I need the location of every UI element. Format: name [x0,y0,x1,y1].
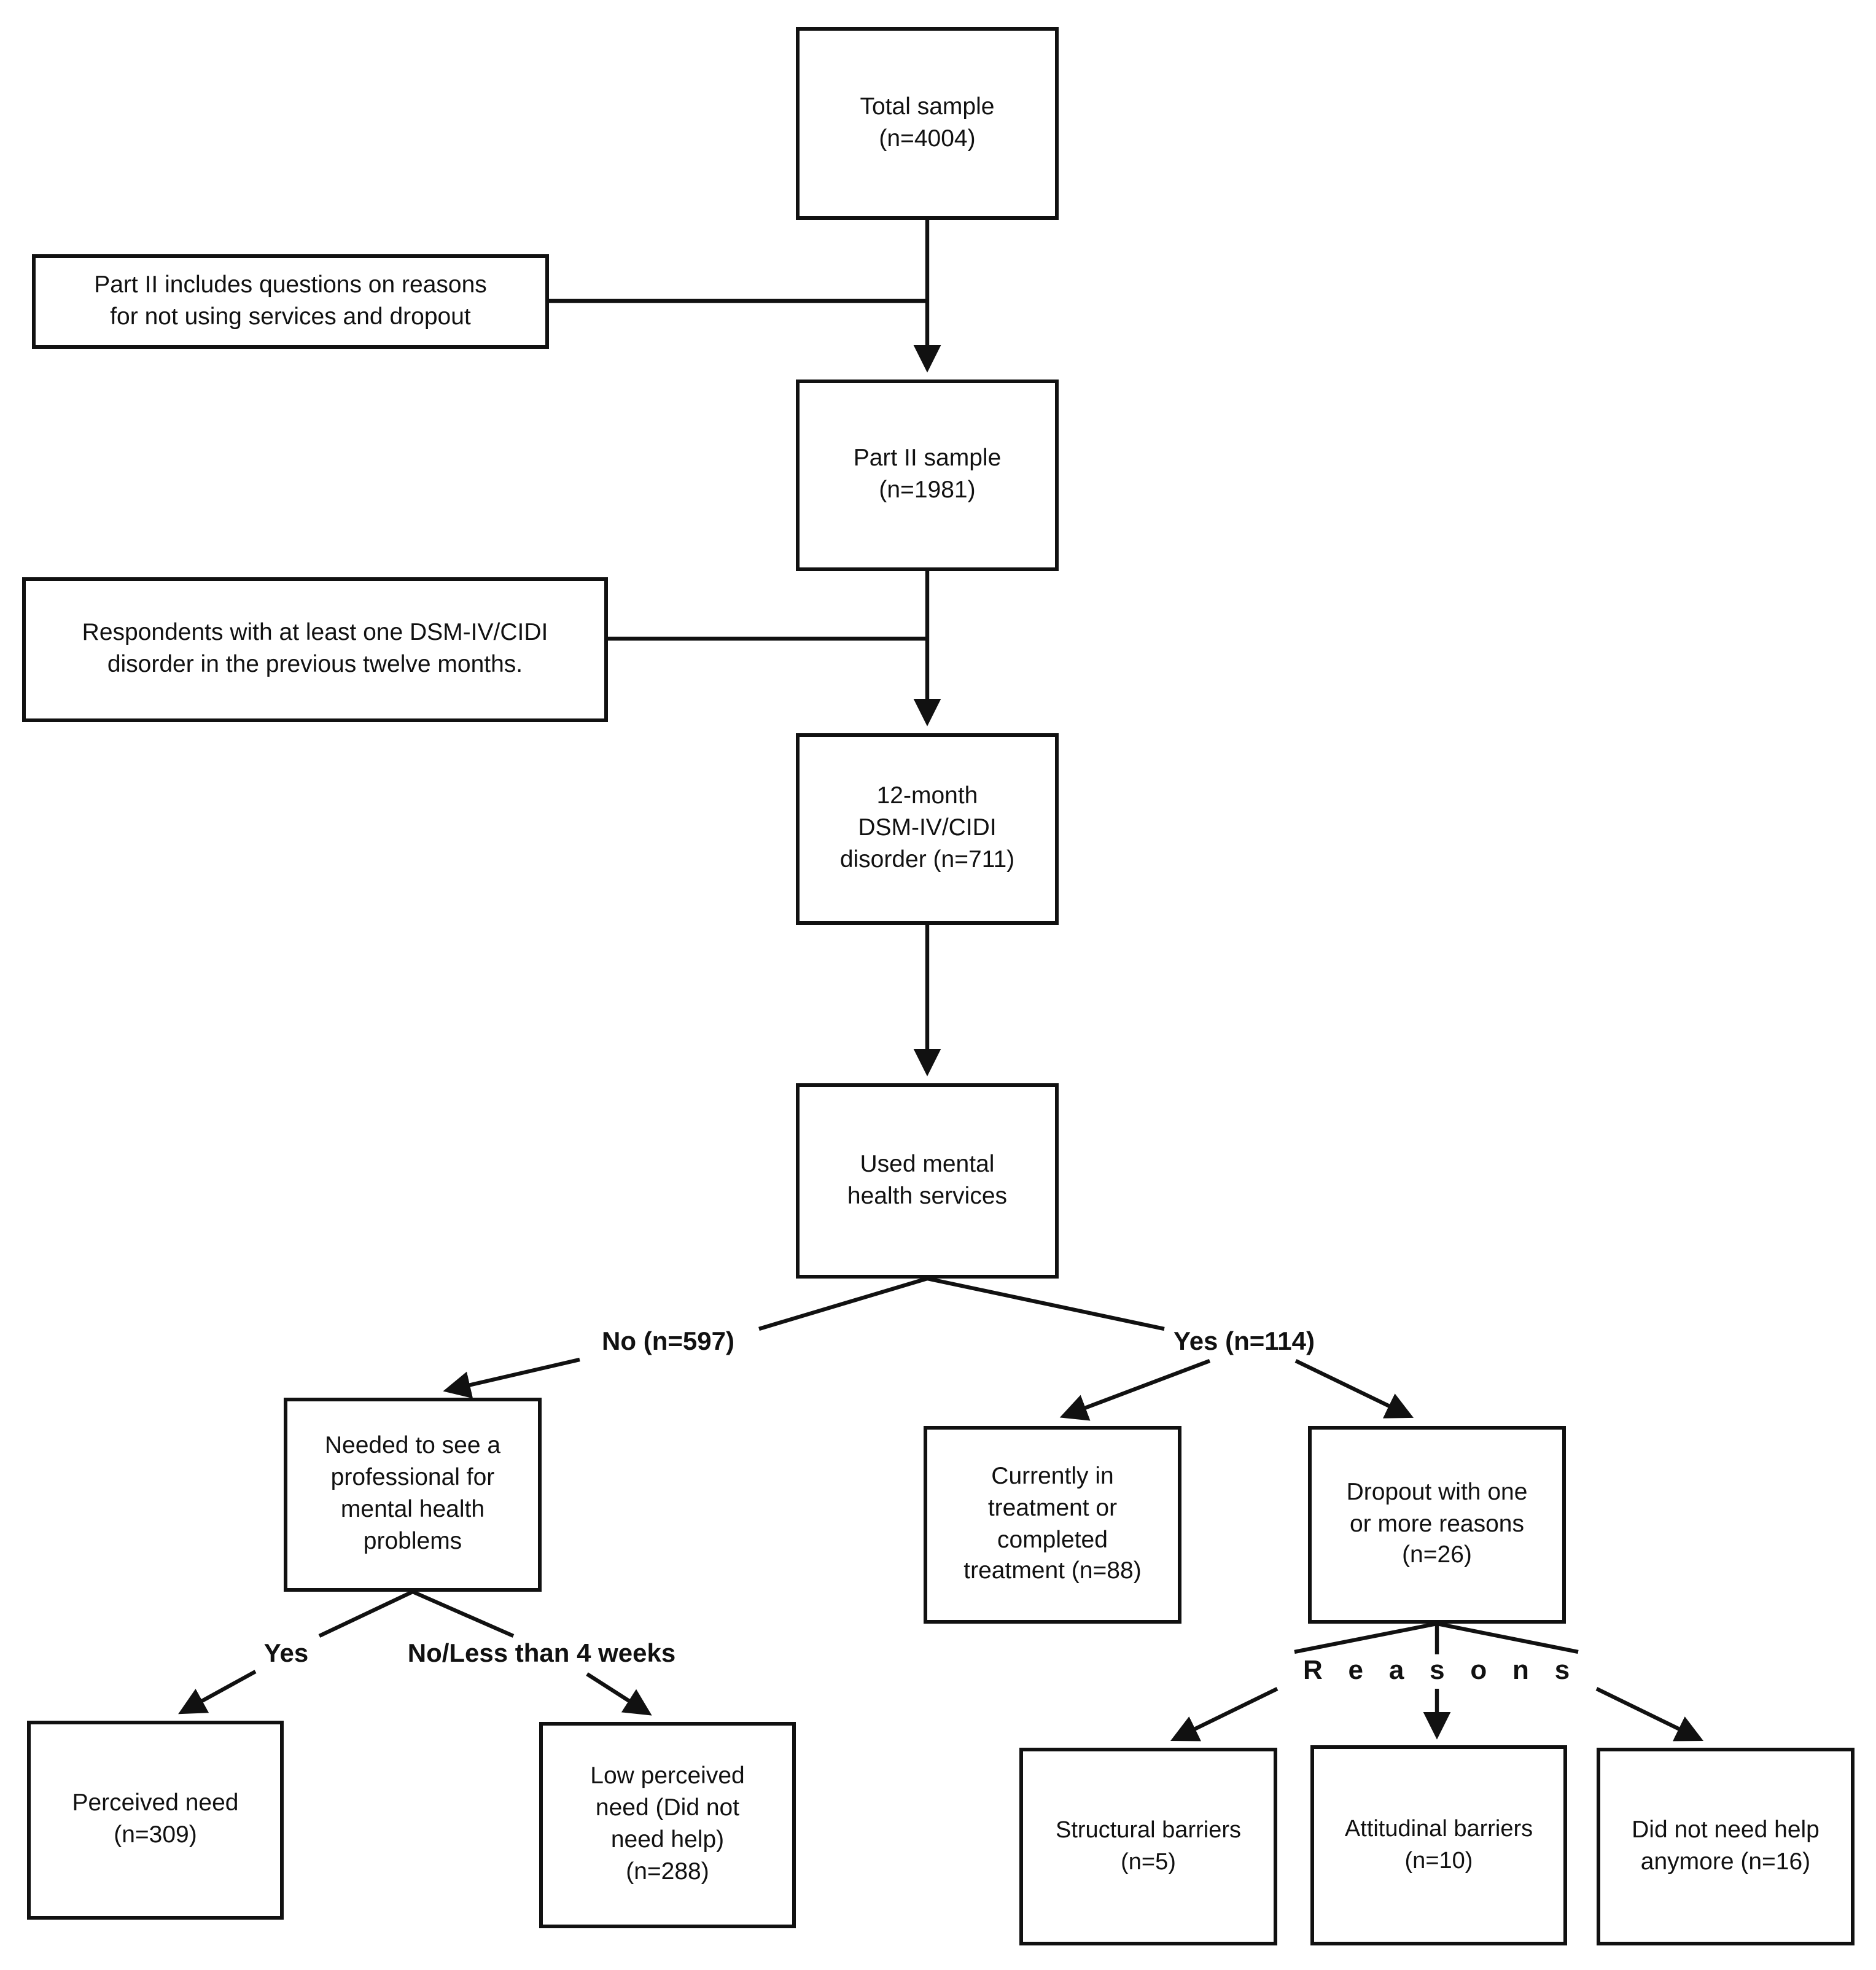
node-perceived-need: Perceived need (n=309) [27,1721,284,1920]
node-part2-sample: Part II sample (n=1981) [796,380,1059,571]
node-dsm-note-label: Respondents with at least one DSM-IV/CID… [82,619,548,678]
node-total-sample: Total sample (n=4004) [796,27,1059,220]
edge-dropout-fan-left [1294,1621,1438,1654]
node-did-not-need-help: Did not need help anymore (n=16) [1597,1748,1855,1945]
edge-used-no-seg1 [758,1276,928,1331]
branch-label-yes: Yes (n=114) [1173,1328,1315,1356]
node-low-perceived-need-label: Low perceived need (Did not need help) (… [590,1762,745,1885]
node-dsm-disorder-label: 12-month DSM-IV/CIDI disorder (n=711) [839,782,1015,873]
edge-reasons-to-structural [1170,1687,1279,1742]
edge-yes-to-dropout [1294,1359,1414,1419]
branch-label-yes-need: Yes [263,1640,309,1668]
node-used-services-label: Used mental health services [847,1150,1008,1209]
node-dsm-note: Respondents with at least one DSM-IV/CID… [22,577,608,722]
node-structural-barriers-label: Structural barriers (n=5) [1056,1818,1241,1875]
node-did-not-need-help-label: Did not need help anymore (n=16) [1632,1816,1820,1875]
edge-needed-yes-seg1 [318,1590,414,1638]
edge-needed-noless-seg2 [586,1672,652,1716]
edge-yes-to-treatment [1059,1359,1211,1421]
node-dropout: Dropout with one or more reasons (n=26) [1308,1426,1566,1624]
node-dropout-label: Dropout with one or more reasons (n=26) [1346,1478,1528,1569]
edge-used-no-seg2 [443,1357,580,1399]
node-part2-note: Part II includes questions on reasons fo… [32,254,549,349]
node-low-perceived-need: Low perceived need (Did not need help) (… [539,1722,796,1928]
edge-used-yes-seg1 [927,1276,1165,1331]
node-in-treatment: Currently in treatment or completed trea… [924,1426,1181,1624]
branch-label-reasons: Reasons [1302,1654,1596,1685]
node-needed-professional: Needed to see a professional for mental … [284,1398,542,1592]
edge-dropout-fan-right [1436,1621,1579,1654]
node-dsm-disorder: 12-month DSM-IV/CIDI disorder (n=711) [796,733,1059,925]
branch-label-no: No (n=597) [602,1328,734,1356]
node-total-sample-label: Total sample (n=4004) [860,93,995,152]
edge-needed-yes-seg2 [178,1670,257,1715]
node-part2-note-label: Part II includes questions on reasons fo… [94,271,487,330]
node-structural-barriers: Structural barriers (n=5) [1019,1748,1277,1945]
node-used-services: Used mental health services [796,1083,1059,1279]
node-part2-sample-label: Part II sample (n=1981) [853,445,1002,504]
edge-reasons-to-didnot [1595,1687,1704,1742]
node-in-treatment-label: Currently in treatment or completed trea… [963,1462,1142,1585]
edge-needed-noless-seg1 [411,1590,515,1638]
node-attitudinal-barriers: Attitudinal barriers (n=10) [1310,1745,1567,1945]
branch-label-no-less: No/Less than 4 weeks [407,1640,676,1668]
node-perceived-need-label: Perceived need (n=309) [72,1789,239,1848]
node-needed-professional-label: Needed to see a professional for mental … [324,1432,501,1555]
node-attitudinal-barriers-label: Attitudinal barriers (n=10) [1344,1816,1533,1874]
